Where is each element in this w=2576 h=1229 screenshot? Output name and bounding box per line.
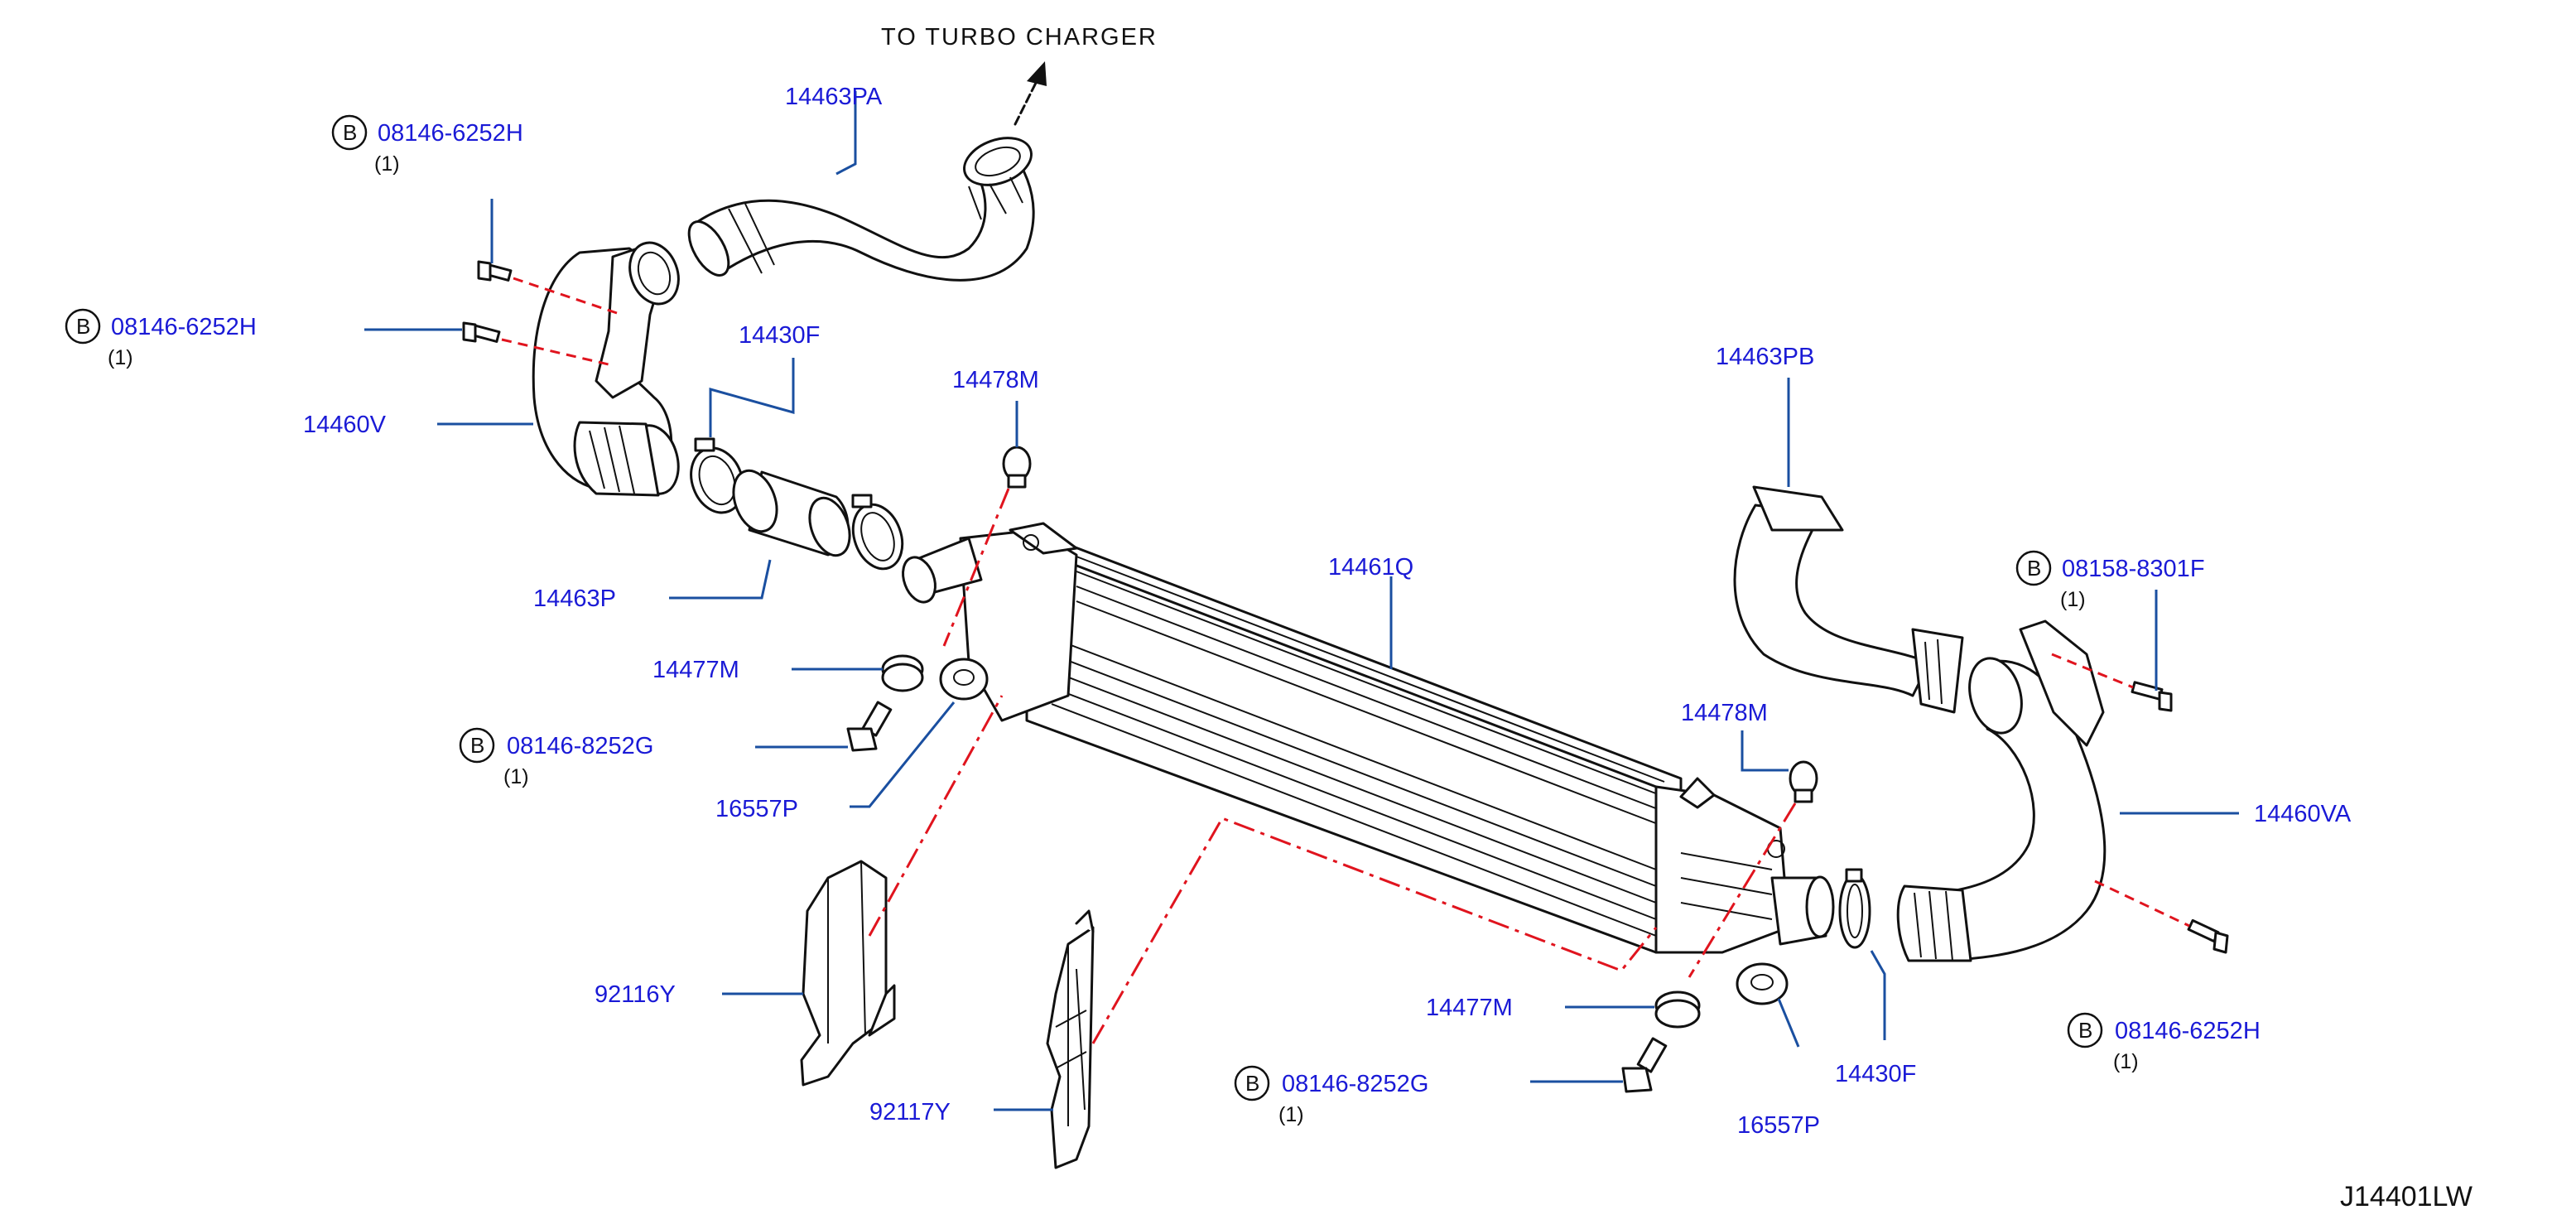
bolt-qty-b3: (1) — [503, 765, 529, 788]
bolt-upper-left-2 — [462, 321, 501, 343]
label-14478m-left: 14478M — [952, 367, 1039, 393]
clamp-14430f-left — [690, 437, 744, 514]
bolt-lower-left — [846, 701, 893, 752]
bolt-marker-b2: B — [76, 314, 90, 339]
mount-14477m-right — [1654, 990, 1701, 1029]
clamp-14430f-right-lower — [1838, 868, 1871, 949]
bolt-qty-b4: (1) — [2060, 588, 2086, 611]
label-14478m-right: 14478M — [1681, 700, 1768, 726]
bolt-qty-b6: (1) — [1278, 1103, 1304, 1126]
label-92117y: 92117Y — [869, 1099, 951, 1125]
grommet-16557p-right — [1736, 962, 1789, 1005]
label-14460v: 14460V — [303, 412, 387, 438]
bolt-upper-right — [2131, 681, 2173, 712]
bolt-marker-b4: B — [2027, 556, 2041, 581]
intercooler-core-14461q — [902, 522, 1835, 954]
bolt-marker-b1: B — [343, 120, 357, 145]
label-14460va: 14460VA — [2254, 801, 2352, 827]
label-16557p-left: 16557P — [715, 796, 798, 822]
bolt-code-b4: 08158-8301F — [2062, 556, 2205, 582]
bracket-92116y — [800, 860, 896, 1087]
grommet-16557p-left — [939, 658, 989, 701]
bracket-92117y — [1046, 909, 1095, 1169]
hose-14463pa — [687, 137, 1035, 282]
bolt-code-b5: 08146-6252H — [2115, 1018, 2261, 1044]
label-14461q: 14461Q — [1328, 554, 1413, 581]
bolt-marker-b3: B — [470, 733, 484, 758]
label-14463pb: 14463PB — [1716, 344, 1814, 370]
diagram-code: J14401LW — [2340, 1181, 2472, 1212]
label-16557p-right: 16557P — [1737, 1112, 1820, 1139]
bolt-code-b2: 08146-6252H — [111, 314, 257, 340]
label-14463p: 14463P — [533, 586, 616, 612]
bolt-code-b1: 08146-6252H — [378, 120, 523, 147]
bolt-code-b6: 08146-8252G — [1282, 1071, 1428, 1097]
bolt-qty-b5: (1) — [2113, 1050, 2139, 1073]
label-92116y: 92116Y — [595, 981, 676, 1008]
to-turbo-charger-arrow — [1014, 61, 1047, 126]
mount-14477m-left — [881, 654, 924, 692]
direction-label: TO TURBO CHARGER — [881, 24, 1158, 51]
label-14430f-top: 14430F — [739, 322, 820, 349]
duct-14460v — [532, 241, 680, 497]
sleeve-14463p — [732, 469, 851, 557]
bolt-lower-middle — [1621, 1037, 1668, 1093]
grommet-14478m-right — [1789, 760, 1818, 803]
bolt-upper-left-1 — [477, 260, 513, 282]
bolt-marker-b5: B — [2078, 1018, 2092, 1043]
grommet-14478m-left — [1002, 446, 1032, 489]
bolt-code-b3: 08146-8252G — [507, 733, 653, 759]
bolt-lower-right — [2187, 918, 2229, 954]
label-14477m-right: 14477M — [1426, 995, 1513, 1021]
bolt-marker-b6: B — [1245, 1071, 1259, 1096]
label-14430f-bottom: 14430F — [1835, 1061, 1916, 1087]
bolt-qty-b2: (1) — [108, 346, 133, 369]
duct-14460va — [1896, 619, 2107, 962]
bolt-qty-b1: (1) — [374, 152, 400, 176]
hose-14463pb — [1733, 485, 1964, 714]
label-14477m-left: 14477M — [652, 657, 739, 683]
clamp-14430f-right — [851, 494, 904, 571]
label-14463pa: 14463PA — [785, 84, 883, 110]
